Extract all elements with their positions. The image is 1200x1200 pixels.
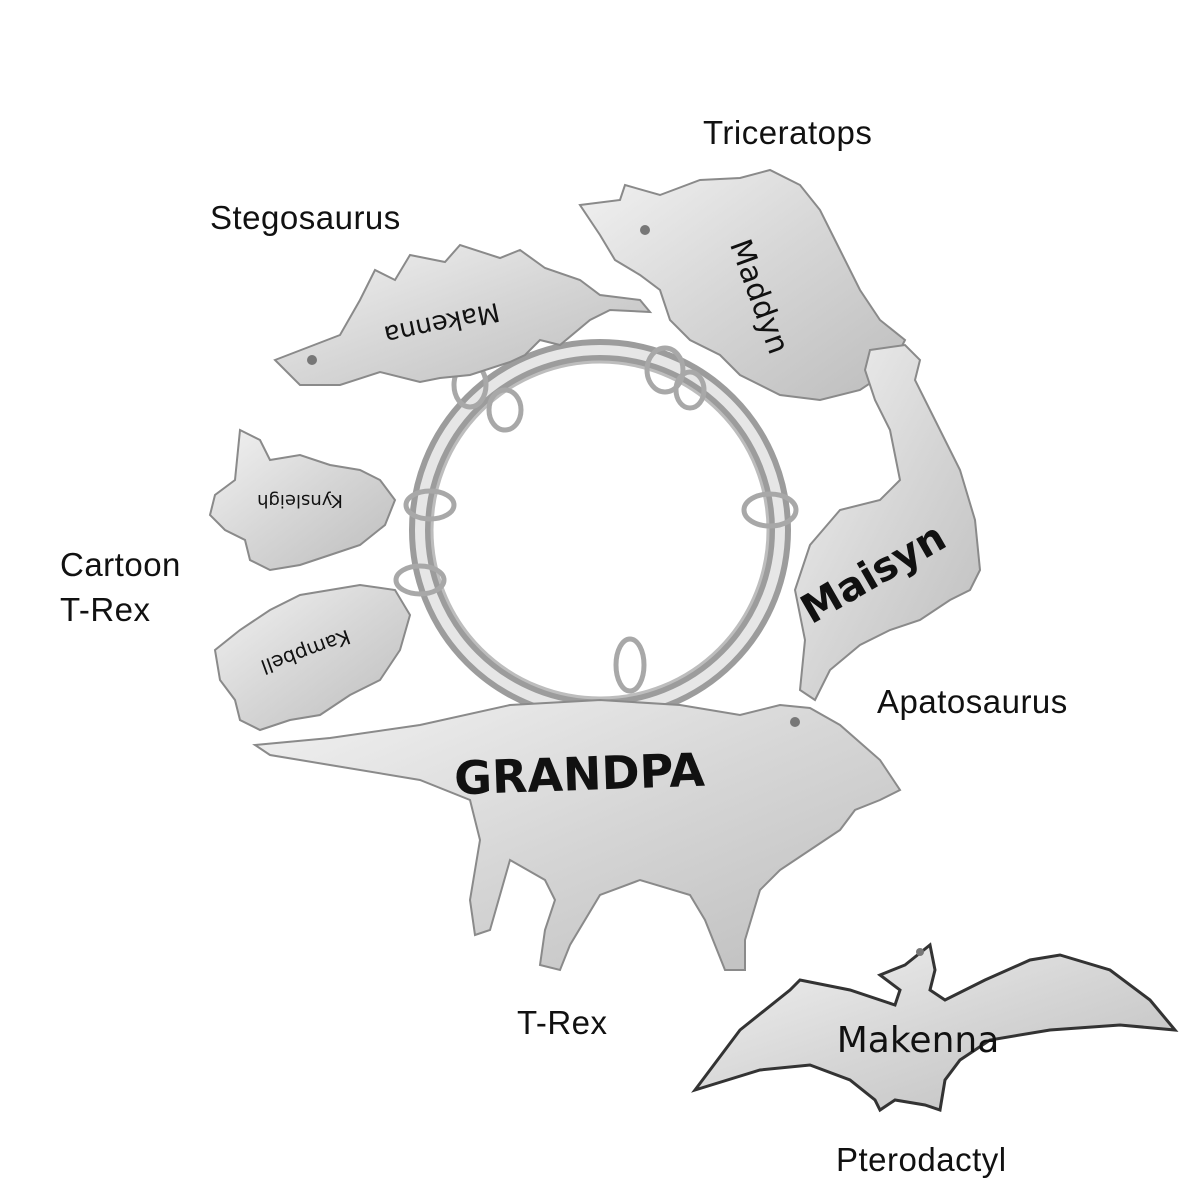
cartoon-trex-top-charm: Kynsleigh [208, 428, 397, 572]
cartoon-trex-bottom-charm: Kampbell [213, 583, 412, 732]
trex-charm: GRANDPA [252, 698, 902, 972]
label-trex: T-Rex [517, 1004, 608, 1041]
label-stegosaurus: Stegosaurus [210, 199, 401, 236]
label-triceratops: Triceratops [703, 114, 873, 151]
pterodactyl-engraving: Makenna [837, 1020, 1000, 1061]
pterodactyl-charm: Makenna [691, 942, 1179, 1113]
stegosaurus-charm: Makenna [273, 243, 653, 386]
label-cartoon-trex-line1: Cartoon [60, 546, 181, 583]
label-cartoon-trex-line2: T-Rex [60, 591, 151, 628]
trex-engraving: GRANDPA [453, 743, 706, 806]
label-apatosaurus: Apatosaurus [877, 683, 1068, 720]
apatosaurus-charm: Maisyn [793, 343, 982, 702]
cartoon-trex-top-engraving: Kynsleigh [257, 490, 343, 511]
label-pterodactyl: Pterodactyl [836, 1141, 1007, 1178]
jump-rings [393, 345, 799, 694]
triceratops-charm: Maddyn [578, 168, 907, 402]
